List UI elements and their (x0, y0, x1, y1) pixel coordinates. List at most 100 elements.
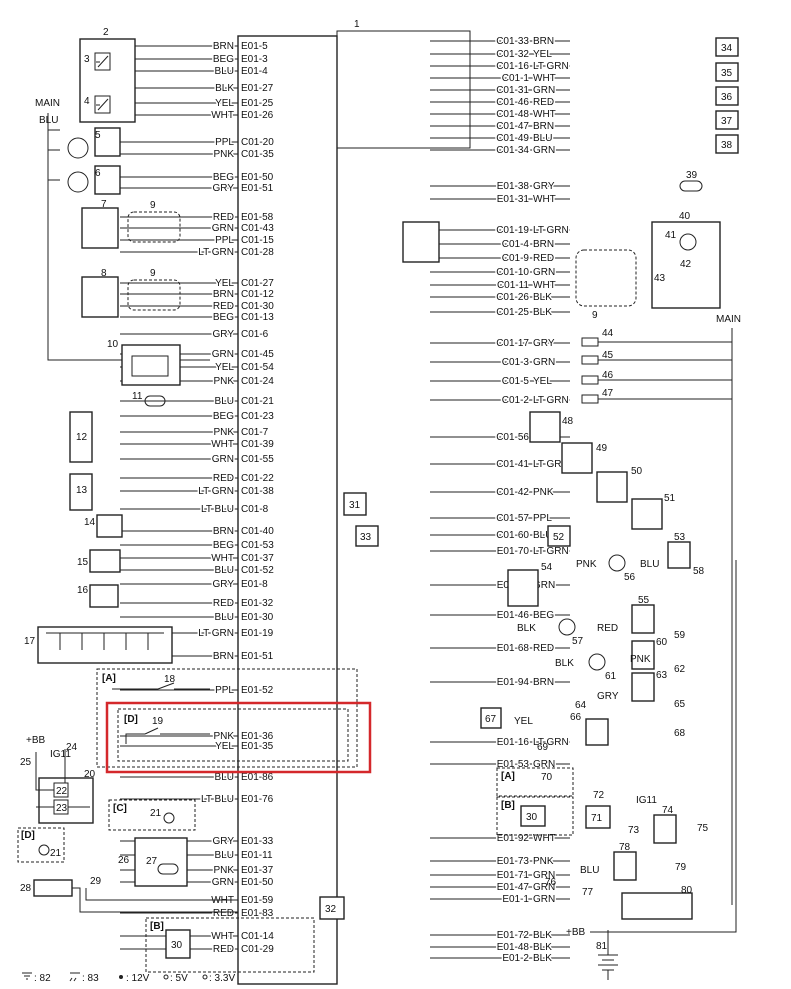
svg-text:66: 66 (570, 712, 582, 723)
label-72: 72 (593, 790, 605, 801)
pin-label: C01-25 (496, 307, 529, 318)
motor-56 (608, 554, 626, 572)
pin-label: E01-52 (241, 685, 274, 696)
label-43: 43 (654, 273, 666, 284)
wire-color-label: BLK (533, 953, 552, 964)
right-pin-row: C01-34 GRN (430, 144, 570, 158)
wire-color-label: RED (213, 301, 234, 312)
pin-label: E01-1 (502, 894, 529, 905)
component-17-box (37, 626, 173, 664)
wire-color-label: GRN (212, 877, 234, 888)
label-18: 18 (164, 674, 176, 685)
ecu-number: 1 (354, 19, 360, 30)
wire-color-label: WHT (211, 439, 234, 450)
relay-66: 66 (570, 712, 609, 746)
label-9-mid: 9 (150, 268, 156, 279)
legend-12v: : 12V (126, 973, 150, 984)
pin-label: C01-56 (496, 432, 529, 443)
pin-label: C01-33 (496, 36, 529, 47)
label-24: 24 (66, 742, 78, 753)
wire-color-label: PNK (213, 149, 234, 160)
pin-label: C01-52 (241, 565, 274, 576)
ecu-box (237, 35, 338, 985)
wire-color-label: GRN (533, 870, 555, 881)
wire-color-label: GRY (213, 836, 235, 847)
left-pin-row: GRY E01-33 (120, 835, 275, 849)
component-52-box (547, 525, 571, 547)
pin-label: C01-55 (241, 454, 274, 465)
wire-color-label: GRN (212, 349, 234, 360)
label-6: 6 (95, 168, 101, 179)
pin-label: E01-59 (241, 895, 274, 906)
wire-color-label: PPL (215, 235, 234, 246)
wire-56-pnk: PNK (576, 559, 597, 570)
pin-label: C01-60 (496, 530, 529, 541)
pin-label: C01-21 (241, 396, 274, 407)
wire-57-red: RED (597, 623, 618, 634)
label-68: 68 (674, 728, 686, 739)
wire-color-label: BEG (213, 312, 234, 323)
pin-label: E01-11 (241, 850, 273, 861)
component-14-box (96, 514, 123, 538)
pin-label: E01-16 (497, 737, 530, 748)
component-8-box (81, 276, 119, 318)
svg-text:51: 51 (664, 493, 676, 504)
wire-color-label: GRN (533, 145, 555, 156)
pin-label: E01-27 (241, 83, 274, 94)
component-17-internal (46, 632, 164, 650)
label-14: 14 (84, 517, 96, 528)
label-79: 79 (675, 862, 687, 873)
wire-color-label: BLU (215, 612, 234, 623)
wire-color-label: PPL (215, 137, 234, 148)
wire-color-label: BRN (213, 526, 234, 537)
wire-color-label: PNK (213, 865, 234, 876)
connector-36: 36 (715, 86, 739, 106)
pin-label: E01-19 (241, 628, 274, 639)
pump-61 (588, 653, 606, 671)
connector-box-D (117, 708, 349, 762)
component-39-resistor (679, 180, 703, 192)
label-11: 11 (132, 391, 143, 402)
component-32-box (319, 896, 345, 920)
wire-color-label: PNK (533, 487, 554, 498)
sensor-5-wheel (67, 137, 89, 159)
relay-53: 53 (667, 532, 691, 569)
wire-color-label: BRN (213, 41, 234, 52)
pin-label: E01-73 (497, 856, 530, 867)
resistor-44: 44 (581, 328, 614, 347)
svg-text:47: 47 (602, 388, 614, 399)
shield-9-top (127, 211, 181, 243)
box-A-label: [A] (102, 673, 116, 684)
component-30-box-left (165, 929, 191, 959)
sensor-6-wheel (67, 171, 89, 193)
label-65: 65 (674, 699, 686, 710)
pin-label: C01-54 (241, 362, 274, 373)
label-8: 8 (101, 268, 107, 279)
connector-38: 38 (715, 134, 739, 154)
shield-9-mid (127, 279, 181, 311)
connector-box-A (96, 668, 358, 768)
wire-color-label: GRY (213, 329, 235, 340)
pin-label: E01-26 (241, 110, 274, 121)
label-33: 33 (360, 532, 372, 543)
pin-label: C01-39 (241, 439, 274, 450)
component-30-box-right (520, 805, 546, 827)
wire-color-label: GRN (212, 454, 234, 465)
pin-label: C01-14 (241, 931, 274, 942)
wire-color-label: GRN (212, 223, 234, 234)
wire-color-label: PNK (213, 376, 234, 387)
pin-label: C01-34 (496, 145, 529, 156)
wire-color-label: RED (213, 908, 234, 919)
pin-label: E01-33 (241, 836, 274, 847)
